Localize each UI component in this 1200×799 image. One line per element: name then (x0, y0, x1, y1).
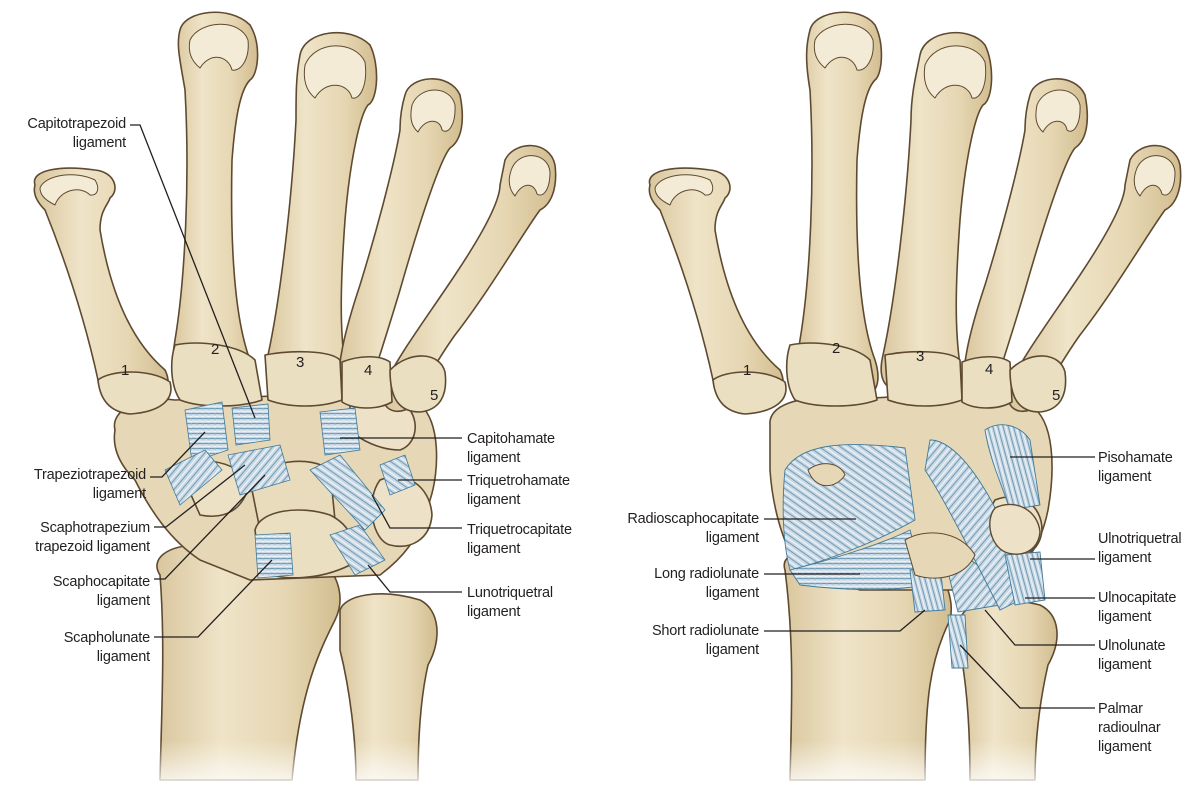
metacarpal-number-1-right: 1 (743, 362, 752, 379)
metacarpal-number-5-left: 5 (430, 387, 439, 404)
ulna-bone (339, 593, 438, 781)
metacarpal-number-1-left: 1 (121, 362, 130, 379)
metacarpal-1-palmar (648, 167, 784, 413)
capitohamate-ligament (319, 407, 361, 456)
scapholunate-ligament (254, 532, 294, 579)
label-scaphotrapezium-trapezoid-ligament: Scaphotrapezium trapezoid ligament (35, 520, 150, 555)
ulnotriquetral-ligament (1004, 551, 1046, 606)
label-ulnolunate-ligament: Ulnolunate ligament (1098, 638, 1166, 673)
triquetrohamate-ligament (379, 454, 416, 496)
metacarpal-number-4-right: 4 (985, 361, 994, 378)
label-capitohamate-ligament: Capitohamate ligament (467, 431, 555, 466)
label-long-radiolunate-ligament: Long radiolunate ligament (654, 566, 759, 601)
palmar-radioulnar-ligament (947, 614, 969, 669)
label-capitotrapezoid-ligament: Capitotrapezoid ligament (27, 116, 126, 151)
trapeziotrapezoid-ligament (184, 401, 229, 463)
label-triquetrohamate-ligament: Triquetrohamate ligament (467, 473, 570, 508)
capitotrapezoid-ligament (231, 403, 271, 446)
metacarpal-number-2-left: 2 (211, 341, 220, 358)
scaphocapitate-ligament (227, 444, 291, 496)
metacarpal-number-5-right: 5 (1052, 387, 1061, 404)
left-ligaments (164, 401, 416, 579)
metacarpal-2-palmar (796, 11, 883, 403)
lunotriquetral-ligament (329, 524, 386, 576)
label-scapholunate-ligament: Scapholunate ligament (63, 630, 150, 665)
label-short-radiolunate-ligament: Short radiolunate ligament (651, 623, 759, 658)
label-ulnocapitate-ligament: Ulnocapitate ligament (1098, 590, 1177, 625)
metacarpal-number-4-left: 4 (364, 362, 373, 379)
label-radioscaphocapitate-ligament: Radioscaphocapitate ligament (627, 511, 759, 546)
right-leader-lines (764, 456, 1095, 709)
label-scaphocapitate-ligament: Scaphocapitate ligament (52, 574, 150, 609)
label-pisohamate-ligament: Pisohamate ligament (1098, 450, 1173, 485)
metacarpal-number-3-right: 3 (916, 348, 925, 365)
label-ulnotriquetral-ligament: Ulnotriquetral ligament (1098, 531, 1182, 566)
metacarpal-number-3-left: 3 (296, 354, 305, 371)
left-leader-lines (130, 124, 462, 638)
label-lunotriquetral-ligament: Lunotriquetral ligament (467, 585, 553, 620)
metacarpal-1 (33, 167, 169, 413)
triquetrocapitate-ligament (309, 454, 386, 531)
label-triquetrocapitate-ligament: Triquetrocapitate ligament (467, 522, 572, 557)
label-palmar-radioulnar-ligament: Palmar radioulnar ligament (1098, 701, 1161, 755)
metacarpal-number-2-right: 2 (832, 340, 841, 357)
scaphotrapezium-ligament (164, 449, 223, 506)
label-trapeziotrapezoid-ligament: Trapeziotrapezoid ligament (33, 467, 146, 502)
